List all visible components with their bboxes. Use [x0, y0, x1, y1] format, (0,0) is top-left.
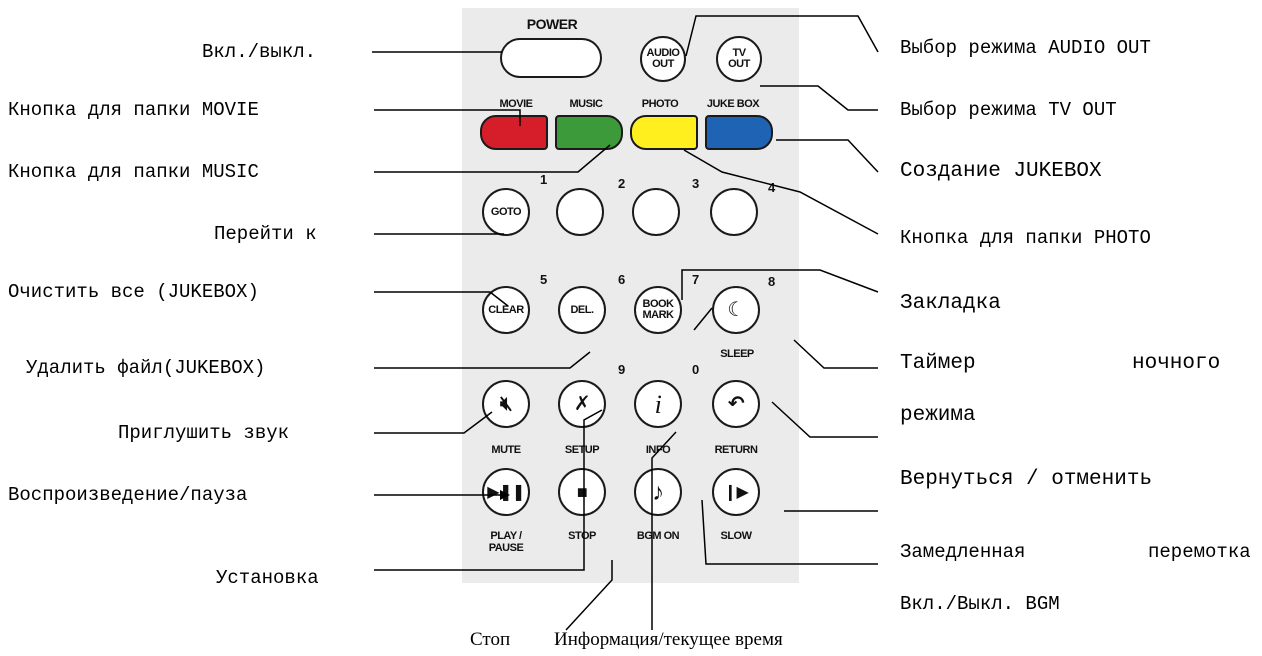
movie-caption: MOVIE	[499, 98, 533, 110]
label-tv-out: Выбор режима TV OUT	[900, 99, 1117, 121]
audio-out-button[interactable]: AUDIO OUT	[640, 36, 686, 82]
remote-control: POWER AUDIO OUT TV OUT MOVIE MUSIC PHOTO…	[462, 8, 799, 583]
number-3: 3	[692, 176, 700, 191]
label-stop: Стоп	[470, 629, 511, 650]
label-music: Кнопка для папки MUSIC	[8, 161, 259, 183]
music-caption: MUSIC	[569, 98, 603, 110]
info-button[interactable]: i	[634, 380, 682, 428]
stop-button[interactable]: ■	[558, 468, 606, 516]
label-slow-1: Замедленная	[900, 541, 1026, 563]
label-movie: Кнопка для папки MOVIE	[8, 99, 259, 121]
del-button[interactable]: DEL.	[558, 286, 606, 334]
setup-button[interactable]: ✗	[558, 380, 606, 428]
return-caption: RETURN	[714, 444, 758, 456]
label-clear-all: Очистить все (JUKEBOX)	[8, 281, 259, 303]
bookmark-button[interactable]: BOOK MARK	[634, 286, 682, 334]
slow-icon: ❙▶	[723, 483, 749, 501]
label-return: Вернуться / отменить	[900, 468, 1153, 491]
label-goto: Перейти к	[214, 223, 317, 245]
label-jukebox: Создание JUKEBOX	[900, 160, 1102, 183]
wrench-icon: ✗	[573, 392, 591, 415]
play-pause-caption-2: PAUSE	[488, 542, 524, 554]
music-note-icon: ♪	[652, 478, 664, 506]
number-4-button[interactable]	[710, 188, 758, 236]
mute-icon: 🔇︎	[499, 392, 513, 415]
mute-caption: MUTE	[491, 444, 521, 456]
bgm-caption: BGM ON	[636, 530, 680, 542]
number-8: 8	[768, 274, 776, 289]
label-audio-out: Выбор режима AUDIO OUT	[900, 37, 1151, 59]
bgm-button[interactable]: ♪	[634, 468, 682, 516]
label-info: Информация/текущее время	[554, 629, 783, 650]
label-power: Вкл./выкл.	[202, 41, 317, 63]
number-7: 7	[692, 272, 700, 287]
number-4: 4	[768, 180, 776, 195]
photo-button[interactable]	[630, 115, 698, 150]
label-delete-file: Удалить файл(JUKEBOX)	[26, 357, 266, 379]
sleep-button[interactable]: ☾	[712, 286, 760, 334]
stop-caption: STOP	[568, 530, 596, 542]
label-bookmark: Закладка	[900, 292, 1001, 315]
jukebox-button[interactable]	[705, 115, 773, 150]
power-caption: POWER	[526, 16, 578, 32]
photo-caption: PHOTO	[641, 98, 679, 110]
audio-out-text-1: AUDIO	[646, 47, 680, 59]
goto-button[interactable]: GOTO	[482, 188, 530, 236]
number-5: 5	[540, 272, 548, 287]
label-setup: Установка	[216, 567, 319, 589]
info-icon: i	[654, 389, 662, 419]
slow-caption: SLOW	[720, 530, 753, 542]
jukebox-caption: JUKE BOX	[706, 98, 760, 110]
tv-out-text-2: OUT	[728, 58, 750, 70]
music-button[interactable]	[555, 115, 623, 150]
label-mute: Приглушить звук	[118, 422, 290, 444]
label-sleep-1: Таймер	[900, 352, 976, 375]
tv-out-button[interactable]: TV OUT	[716, 36, 762, 82]
slow-button[interactable]: ❙▶	[712, 468, 760, 516]
line-sleep	[793, 339, 878, 369]
number-3-button[interactable]	[632, 188, 680, 236]
del-text: DEL.	[570, 303, 594, 316]
label-play-pause: Воспроизведение/пауза	[8, 484, 248, 506]
play-pause-caption-1: PLAY /	[490, 530, 522, 542]
return-icon: ↶	[727, 392, 745, 415]
number-0: 0	[692, 362, 700, 377]
return-button[interactable]: ↶	[712, 380, 760, 428]
clear-text: CLEAR	[488, 303, 524, 316]
setup-caption: SETUP	[564, 444, 600, 456]
goto-text: GOTO	[490, 205, 522, 218]
number-2: 2	[618, 176, 626, 191]
stop-icon: ■	[576, 481, 588, 502]
label-sleep-2: ночного	[1132, 352, 1221, 375]
mute-button[interactable]: 🔇︎	[482, 380, 530, 428]
movie-button[interactable]	[480, 115, 548, 150]
audio-out-text-2: OUT	[652, 58, 674, 70]
bookmark-text-1: BOOK	[642, 298, 675, 310]
play-pause-button[interactable]: ▶❚❚	[482, 468, 530, 516]
number-2-button[interactable]	[556, 188, 604, 236]
number-9: 9	[618, 362, 626, 377]
label-photo: Кнопка для папки PHOTO	[900, 227, 1151, 249]
number-6: 6	[618, 272, 626, 287]
label-sleep-3: режима	[900, 404, 976, 427]
bookmark-text-2: MARK	[642, 309, 675, 321]
power-button[interactable]	[500, 38, 602, 78]
label-bgm: Вкл./Выкл. BGM	[900, 593, 1060, 615]
sleep-caption: SLEEP	[720, 348, 754, 360]
play-pause-icon: ▶❚❚	[487, 483, 525, 501]
number-1: 1	[540, 172, 548, 187]
info-caption: INFO	[645, 444, 671, 456]
label-slow-2: перемотка	[1148, 541, 1251, 563]
clear-button[interactable]: CLEAR	[482, 286, 530, 334]
moon-icon: ☾	[727, 298, 745, 321]
